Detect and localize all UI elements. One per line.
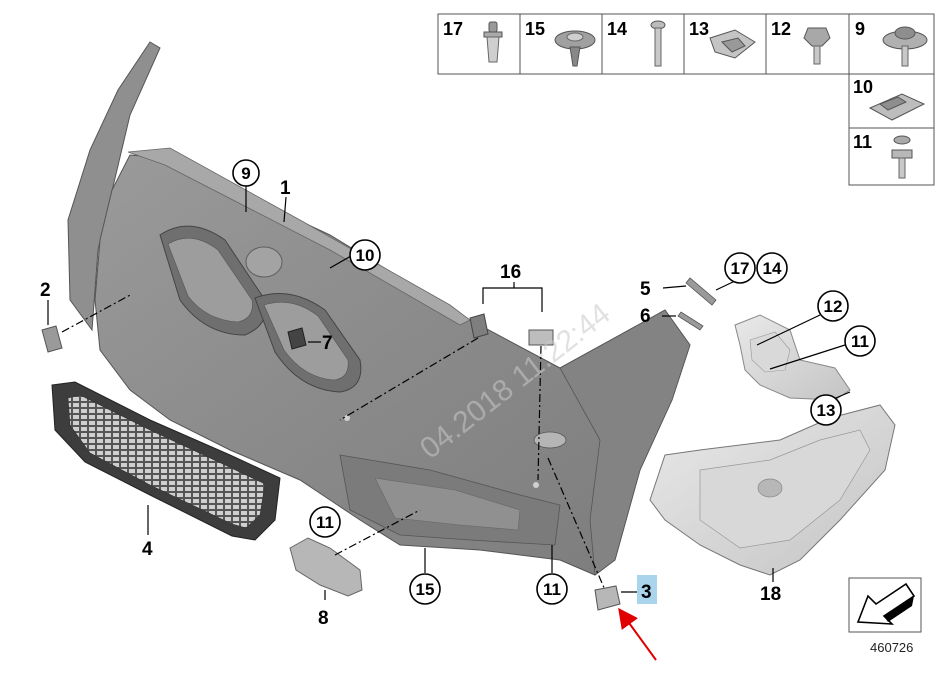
bolt-12-icon	[803, 27, 831, 65]
table-label-9: 9	[855, 19, 865, 39]
table-label-15: 15	[525, 19, 545, 39]
label-part-12: 12	[824, 297, 843, 316]
label-part-9: 9	[241, 164, 250, 183]
clip-16a	[469, 313, 489, 339]
label-part-15-ring	[409, 573, 441, 605]
bracket-5	[685, 277, 717, 306]
label-part-16: 16	[500, 262, 521, 283]
lower-grille	[51, 381, 281, 541]
label-part-5: 5	[640, 279, 651, 300]
label-part-11a: 11	[316, 513, 334, 532]
bracket-6	[677, 311, 704, 331]
part-labels: 1 9 10 2 7 16 4 8 5 6 18 11 15 11 17 14 …	[40, 159, 876, 629]
clip-2	[41, 325, 63, 353]
table-label-14: 14	[607, 19, 627, 39]
washer-nozzle-cover-8	[289, 537, 363, 597]
clip-7	[287, 327, 307, 350]
label-part-6: 6	[640, 306, 651, 327]
label-part-14: 14	[763, 259, 782, 278]
rivet-17-icon	[483, 21, 503, 63]
red-pointer-arrow	[618, 607, 657, 661]
part-3-highlight	[637, 575, 657, 604]
diagram-number: 460726	[870, 640, 913, 655]
label-part-11c-ring	[844, 325, 876, 357]
table-label-17: 17	[443, 19, 463, 39]
label-part-8: 8	[318, 608, 329, 629]
orientation-arrow-icon	[856, 582, 916, 625]
label-part-1: 1	[280, 178, 291, 199]
label-part-2: 2	[40, 280, 51, 301]
rivet-15-icon	[554, 30, 596, 67]
label-part-4: 4	[142, 539, 153, 560]
screw-11-icon	[891, 135, 913, 179]
label-part-13: 13	[817, 401, 836, 420]
label-part-11b: 11	[543, 580, 561, 599]
clip-16b	[528, 329, 554, 346]
table-label-13: 13	[689, 19, 709, 39]
clip-10-icon	[868, 93, 926, 121]
label-part-7: 7	[322, 333, 333, 354]
orientation-icon-box: 460726	[848, 577, 922, 655]
label-part-3: 3	[641, 582, 652, 603]
headlight-washer-holder	[734, 314, 851, 401]
screw-9-icon	[882, 26, 928, 67]
table-label-11: 11	[853, 132, 872, 152]
label-part-12-ring	[817, 290, 849, 322]
bumper-cover	[67, 41, 691, 576]
table-label-12: 12	[771, 19, 791, 39]
label-part-15: 15	[416, 580, 435, 599]
table-label-10: 10	[853, 77, 873, 97]
tow-hook-cover-3	[594, 585, 621, 611]
label-part-10: 10	[356, 246, 375, 265]
label-part-18: 18	[760, 584, 781, 605]
label-part-11b-ring	[536, 573, 568, 605]
screw-14-icon	[650, 20, 666, 67]
label-part-13-ring	[810, 394, 842, 426]
label-part-17: 17	[731, 259, 750, 278]
label-part-10-ring	[349, 239, 381, 271]
side-bracket	[649, 404, 896, 576]
spring-nut-13-icon	[709, 29, 756, 59]
label-part-17-ring	[724, 252, 756, 284]
fastener-table: 17 15 14 13 12 9 10 11	[437, 13, 935, 186]
label-part-11c: 11	[851, 332, 869, 351]
label-part-14-ring	[756, 252, 788, 284]
leader-lines	[47, 186, 851, 600]
label-part-9-ring	[232, 159, 260, 187]
label-part-11a-ring	[309, 506, 341, 538]
